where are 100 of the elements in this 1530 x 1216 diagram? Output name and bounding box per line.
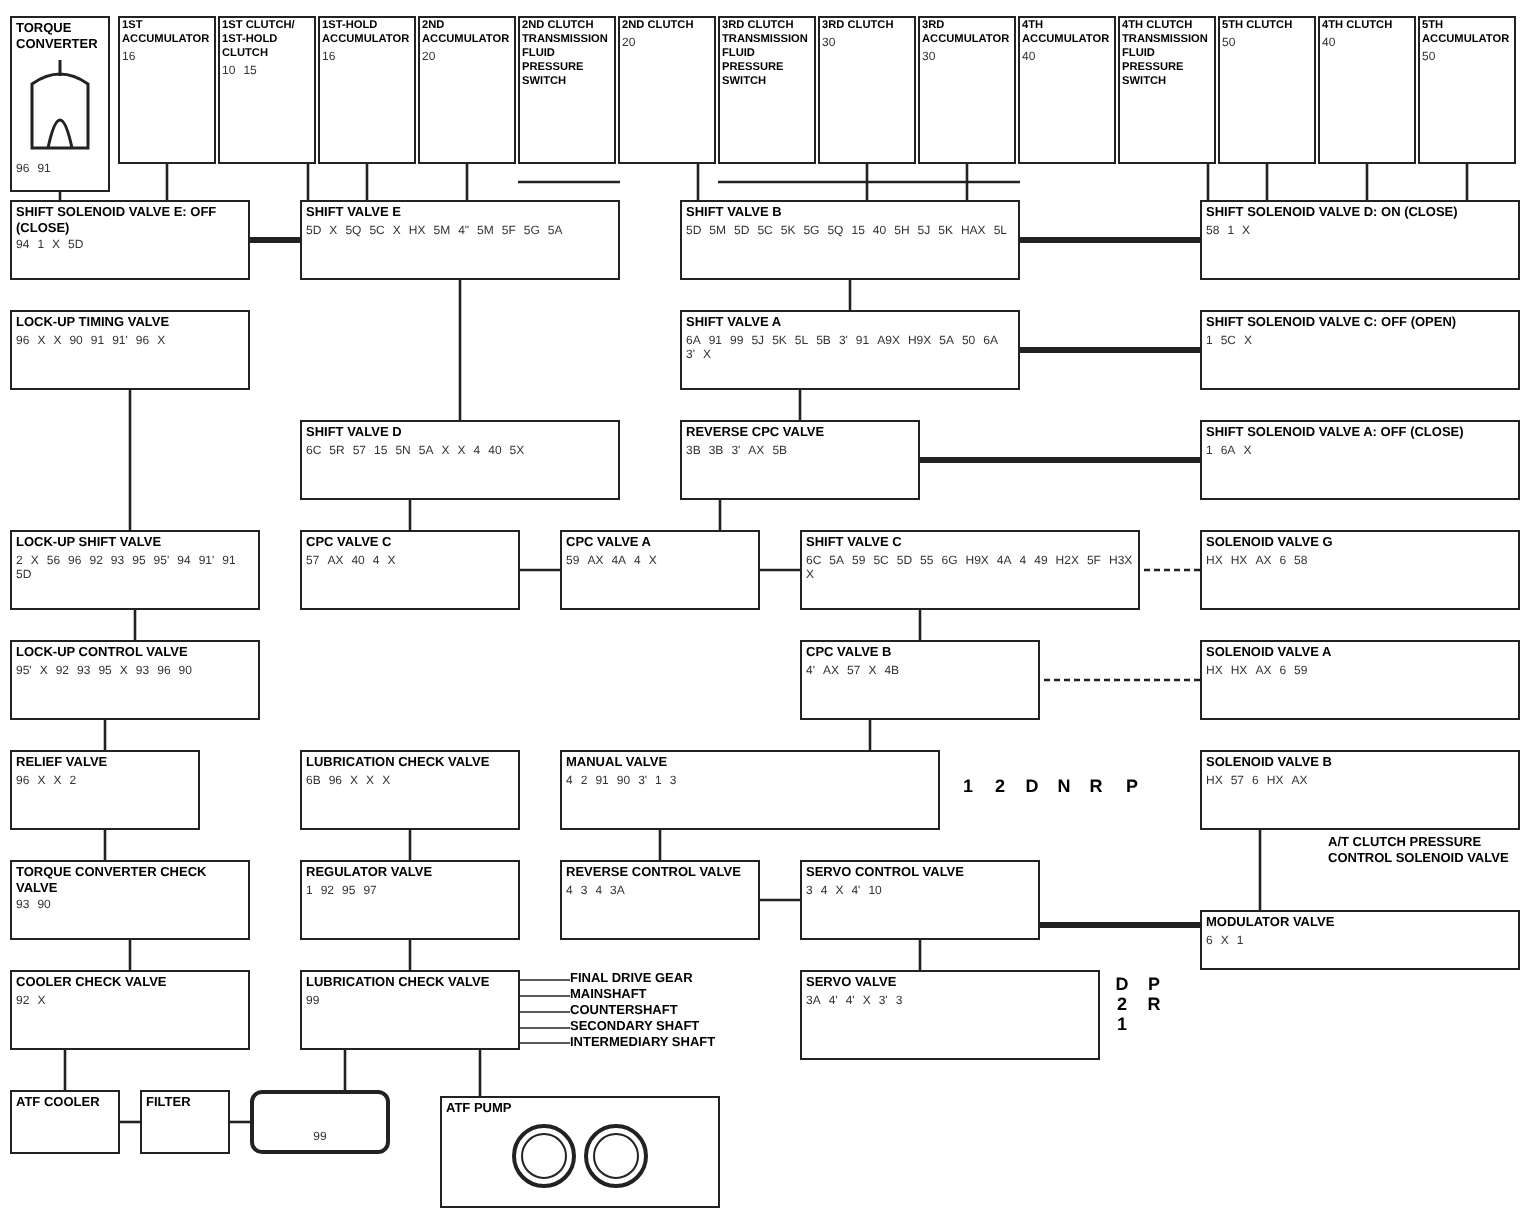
cooler-box (10, 1090, 120, 1154)
accumulator-box (318, 16, 416, 164)
hydraulic-line (798, 390, 802, 420)
leader-line (519, 1027, 571, 1029)
accumulator-box (918, 16, 1016, 164)
hydraulic-line (343, 1050, 347, 1090)
valve-box (800, 640, 1040, 720)
pressure-switch-box (718, 16, 816, 164)
valve-box (680, 420, 920, 500)
solenoid-valve-box (1200, 310, 1520, 390)
valve-box (300, 970, 520, 1050)
hydraulic-line (365, 164, 369, 200)
accumulator-box (1018, 16, 1116, 164)
reservoir-tank (250, 1090, 390, 1154)
valve-box (300, 420, 620, 500)
pressure-switch-box (518, 16, 616, 164)
hydraulic-line (478, 1050, 482, 1096)
valve-box (680, 310, 1020, 390)
hydraulic-line (920, 457, 1200, 463)
solenoid-valve-box (1200, 530, 1520, 610)
torque-converter-box (10, 16, 110, 192)
valve-box (800, 970, 1100, 1060)
solenoid-valve-box (1200, 750, 1520, 830)
position-letter: 1 (960, 776, 975, 796)
hydraulic-line (1265, 164, 1269, 200)
hydraulic-line (1365, 164, 1369, 200)
valve-box (300, 750, 520, 830)
hydraulic-line (458, 280, 462, 420)
hydraulic-line (1465, 164, 1469, 200)
hydraulic-line (306, 164, 310, 200)
hydraulic-line (918, 940, 922, 970)
hydraulic-line (718, 180, 1020, 184)
position-letter: D (1113, 974, 1131, 994)
leader-line (519, 1042, 571, 1044)
solenoid-valve-box (1200, 200, 1520, 280)
filter-box (140, 1090, 230, 1154)
hydraulic-line (63, 1050, 67, 1090)
hydraulic-line (1040, 922, 1200, 928)
pressure-switch-box (1118, 16, 1216, 164)
accumulator-box (118, 16, 216, 164)
valve-box (10, 970, 250, 1050)
valve-box (800, 860, 1040, 940)
hydraulic-line (1140, 568, 1200, 572)
clutch-box (218, 16, 316, 164)
hydraulic-line (868, 720, 872, 750)
position-letter: P (1123, 776, 1140, 796)
valve-box (1200, 910, 1520, 970)
solenoid-valve-box (10, 200, 250, 280)
hydraulic-line (965, 164, 969, 200)
position-letter: N (1055, 776, 1073, 796)
valve-box (560, 860, 760, 940)
solenoid-valve-box (1200, 640, 1520, 720)
position-letter: D (1023, 776, 1041, 796)
leader-line (519, 979, 571, 981)
hydraulic-line (133, 610, 137, 640)
leader-line (519, 1011, 571, 1013)
hydraulic-line (103, 720, 107, 750)
clutch-box (1218, 16, 1316, 164)
leader-line (519, 995, 571, 997)
hydraulic-line (1020, 347, 1200, 353)
hydraulic-line (128, 390, 132, 530)
valve-box (560, 530, 760, 610)
pump-box (440, 1096, 720, 1208)
valve-box (300, 530, 520, 610)
solenoid-valve-box (1200, 420, 1520, 500)
hydraulic-line (465, 164, 469, 200)
hydraulic-line (760, 568, 800, 572)
valve-box (10, 530, 260, 610)
hydraulic-line (520, 568, 560, 572)
hydraulic-line (918, 610, 922, 640)
hydraulic-line (408, 830, 412, 860)
valve-box (300, 200, 620, 280)
hydraulic-line (518, 180, 620, 184)
hydraulic-line (718, 500, 722, 530)
position-letter: 1 (1114, 1014, 1129, 1034)
position-letter: R (1145, 994, 1163, 1014)
hydraulic-line (165, 164, 169, 200)
clutch-box (818, 16, 916, 164)
position-letter: P (1145, 974, 1162, 994)
valve-box (800, 530, 1140, 610)
hydraulic-line (848, 280, 852, 310)
accumulator-box (418, 16, 516, 164)
position-letter: 2 (1114, 994, 1129, 1014)
hydraulic-line (658, 830, 662, 860)
hydraulic-line (865, 164, 869, 200)
position-letter: R (1087, 776, 1105, 796)
hydraulic-line (1206, 164, 1210, 200)
hydraulic-line (408, 500, 412, 530)
hydraulic-line (103, 830, 107, 860)
valve-box (560, 750, 940, 830)
hydraulic-line (1020, 237, 1200, 243)
hydraulic-line (1040, 678, 1200, 682)
clutch-box (618, 16, 716, 164)
hydraulic-line (120, 1120, 140, 1124)
hydraulic-line (128, 940, 132, 970)
accumulator-box (1418, 16, 1516, 164)
hydraulic-line (230, 1120, 250, 1124)
position-letter: 2 (992, 776, 1007, 796)
valve-box (10, 750, 200, 830)
hydraulic-line (1258, 830, 1262, 910)
